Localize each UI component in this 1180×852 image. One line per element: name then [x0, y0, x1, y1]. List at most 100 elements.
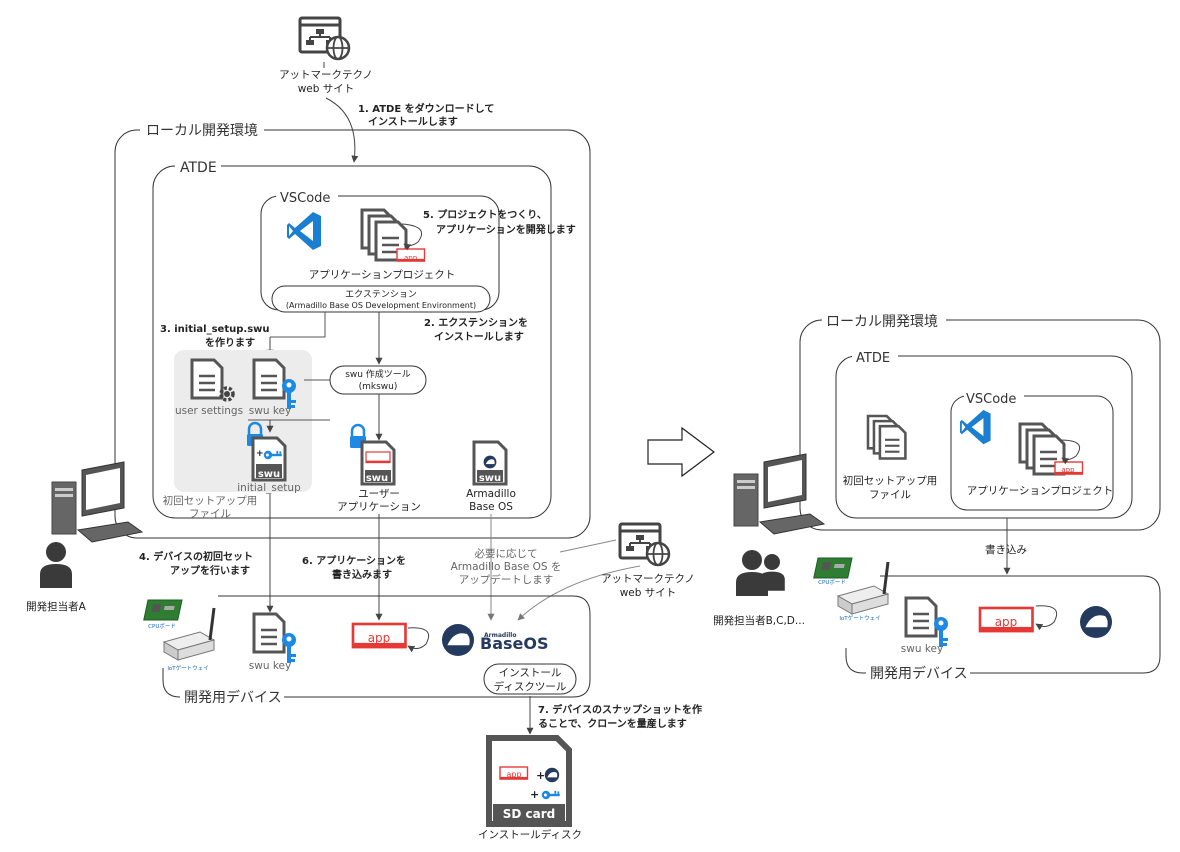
right-swu-key-label: swu key	[901, 643, 943, 655]
dev-device-title-right: 開発用デバイス	[870, 665, 968, 682]
website-mid-line1: アットマークテクノ	[601, 573, 695, 585]
developer-a-icon	[40, 542, 72, 588]
cpu-board-label-right: CPUボード	[818, 578, 846, 586]
step3-line	[270, 312, 326, 338]
website-icon-mid	[618, 522, 671, 567]
sdcard-plus-2: +	[530, 788, 539, 801]
sdcard-plus-1: +	[536, 769, 545, 782]
update-note-line2: Armadillo Base OS を	[451, 561, 562, 573]
user-settings-icon	[190, 358, 224, 400]
gateway-label-left: IoTゲートウェイ	[167, 664, 208, 672]
step1-arrow	[325, 97, 359, 163]
website-mid-line	[559, 539, 617, 553]
step5-line1: 5. プロジェクトをつくり、	[423, 208, 547, 221]
step3-line1: 3. initial_setup.swu	[160, 324, 270, 335]
user-app-swu-text: swu	[366, 473, 388, 484]
gateway-label-right: IoTゲートウェイ	[839, 614, 880, 622]
extension-line1: エクステンション	[345, 289, 417, 300]
device-swu-key-label: swu key	[249, 660, 291, 672]
plus-sign: +	[256, 449, 264, 459]
vscode-title-right: VSCode	[966, 392, 1016, 407]
baseos-logo-small: Armadillo	[484, 632, 517, 639]
step6-line1: 6. アプリケーションを	[302, 554, 406, 567]
extension-line2: (Armadillo Base OS Development Environme…	[286, 301, 476, 310]
user-app-app-tag	[365, 451, 391, 464]
dev-device-box-right	[845, 575, 1161, 674]
armadillo-os-small-logo	[483, 455, 497, 469]
website-top-line1: アットマークテクノ	[279, 69, 373, 81]
baseos-logo-icon-right	[1079, 605, 1113, 639]
local-env-box-left	[114, 129, 591, 539]
update-note-line3: アップデートします	[459, 573, 554, 586]
mkswu-pill	[329, 365, 427, 395]
user-settings-label: user settings	[175, 405, 243, 417]
app-project-tag-text-right: app	[1061, 466, 1075, 474]
baseos-logo-big: BaseOS	[480, 634, 549, 653]
armadillo-os-line1: Armadillo	[466, 488, 516, 500]
app-project-label: アプリケーションプロジェクト	[309, 269, 455, 281]
local-env-title-right: ローカル開発環境	[826, 314, 938, 330]
cpu-board-icon-right	[813, 557, 853, 579]
vscode-box-right	[950, 395, 1114, 511]
armadillo-os-line2: Base OS	[469, 501, 513, 513]
step1-line2: インストールします	[368, 116, 458, 128]
website-to-device-arrow	[517, 565, 641, 621]
update-note-line1: 必要に応じて	[475, 547, 538, 560]
sdcard-label: SD card	[503, 807, 556, 821]
device-swu-key-doc	[252, 612, 286, 654]
right-device-app-text: app	[995, 615, 1018, 629]
right-swu-key-doc	[904, 596, 938, 638]
atde-title-left: ATDE	[180, 160, 217, 176]
gear-icon	[219, 386, 235, 402]
step1-line1: 1. ATDE をダウンロードして	[358, 102, 494, 115]
install-tool-line2: ディスクツール	[494, 680, 567, 693]
atde-box-right	[835, 355, 1133, 519]
developers-bcd-label: 開発担当者B,C,D...	[713, 614, 805, 627]
step4-line2: アップを行います	[170, 564, 250, 577]
initial-setup-label: initial_setup	[237, 482, 301, 494]
initial-setup-swu-text: swu	[258, 469, 280, 480]
right-device-cycle-arrow	[1035, 605, 1058, 631]
cpu-board-label-left: CPUボード	[148, 622, 176, 630]
right-initial-file-line1: 初回セットアップ用	[843, 474, 938, 487]
step2-line2: インストールします	[434, 331, 524, 343]
swu-key-doc-icon	[252, 358, 286, 400]
user-app-line2: アプリケーション	[337, 501, 421, 513]
armadillo-os-swu-text: swu	[479, 473, 501, 484]
local-env-box-right	[799, 319, 1161, 531]
initial-setup-file-line1: 初回セットアップ用	[163, 494, 258, 507]
step2-line1: 2. エクステンションを	[424, 317, 528, 329]
step3-line2: を作ります	[205, 336, 255, 349]
install-tool-line1: インストール	[499, 667, 562, 679]
transition-arrow	[647, 426, 715, 478]
initial-setup-file-icon-right	[866, 414, 907, 460]
local-env-title-left: ローカル開発環境	[146, 123, 258, 139]
vscode-title-left: VSCode	[280, 191, 330, 206]
write-label: 書き込み	[985, 543, 1027, 556]
website-icon-top	[298, 16, 351, 61]
device-app-text: app	[368, 631, 391, 645]
step7-line1: 7. デバイスのスナップショットを作	[538, 703, 702, 716]
extension-pill	[271, 285, 491, 313]
step4-line1: 4. デバイスの初回セット	[139, 550, 253, 563]
baseos-logo-icon-left	[441, 623, 475, 657]
mkswu-line2: (mkswu)	[359, 382, 398, 392]
dev-device-box-left	[162, 595, 591, 698]
app-project-label-right: アプリケーションプロジェクト	[967, 485, 1113, 497]
install-tool-pill	[483, 663, 577, 695]
step6-line2: 書き込みます	[332, 568, 392, 581]
developers-bcd-icon-1	[736, 550, 768, 596]
developer-a-label: 開発担当者A	[26, 600, 86, 613]
atde-box-left	[152, 165, 552, 519]
install-disk-label: インストールディスク	[478, 828, 582, 841]
initial-setup-file-line2: ファイル	[189, 508, 231, 520]
right-initial-file-line2: ファイル	[869, 489, 911, 501]
pc-icon-left	[51, 461, 143, 543]
atde-title-right: ATDE	[856, 351, 890, 366]
vscode-icon	[287, 212, 321, 250]
step5-line2: アプリケーションを開発します	[436, 223, 576, 236]
website-top-line2: web サイト	[298, 83, 355, 95]
sdcard-app-text: app	[506, 770, 521, 779]
website-mid-line2: web サイト	[620, 587, 677, 599]
